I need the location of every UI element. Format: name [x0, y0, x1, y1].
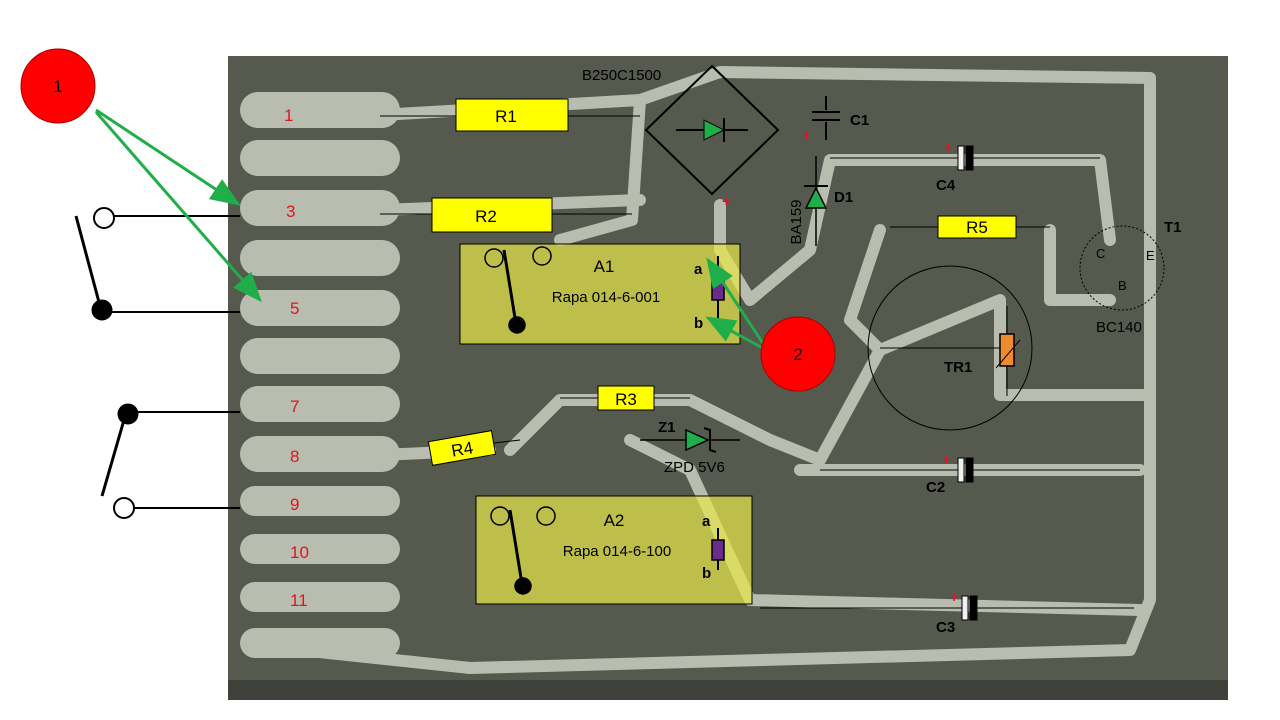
- edge-pin-number: 9: [290, 495, 299, 514]
- diode-d1-label: D1: [834, 189, 853, 206]
- resistor-r4-label: R4: [450, 438, 475, 460]
- resistor-leads: [380, 115, 1050, 399]
- capacitor-c1-label: C1: [850, 112, 869, 129]
- capacitor-c4-plus: +: [944, 139, 952, 155]
- zener-z1-label: Z1: [658, 419, 676, 436]
- zener-z1-type: ZPD 5V6: [664, 459, 725, 476]
- capacitor-c4: [830, 145, 1100, 171]
- callout-marker-1: [20, 48, 96, 124]
- resistor-r5-label: R5: [966, 218, 988, 237]
- edge-pin-number: 5: [290, 299, 299, 318]
- resistor-r2-label: R2: [475, 207, 497, 226]
- relay-a2-details: [490, 506, 725, 595]
- callout-marker-2-label: 2: [793, 345, 802, 364]
- callout-arrows-1: [94, 108, 262, 303]
- diode-d1-type: BA159: [788, 199, 805, 244]
- resistor-r4: [427, 430, 497, 466]
- transistor-t1-e: E: [1146, 248, 1155, 263]
- bridge-rectifier: [644, 64, 780, 196]
- capacitor-c2: [820, 457, 1140, 483]
- resistor-r5: [937, 215, 1017, 239]
- edge-pin-number: 3: [286, 202, 295, 221]
- relay-a1-pin-a: a: [694, 261, 703, 278]
- edge-pin-number: 11: [290, 591, 308, 610]
- relay-a2-label: A2: [604, 511, 625, 530]
- zener-z1: [640, 427, 740, 453]
- callout-arrows-2: [705, 257, 768, 352]
- resistor-r2: [431, 197, 553, 233]
- callout-marker-1-label: 1: [53, 77, 62, 96]
- resistor-r3-label: R3: [615, 390, 637, 409]
- callout-marker-2: [760, 316, 836, 392]
- edge-pin-number: 10: [290, 543, 309, 562]
- transistor-t1-b: B: [1118, 278, 1127, 293]
- external-switch-lower: [100, 403, 240, 519]
- relay-a2-pin-a: a: [702, 513, 711, 530]
- capacitor-c3-label: C3: [936, 619, 955, 636]
- edge-pin-number: 8: [290, 447, 299, 466]
- capacitor-c4-label: C4: [936, 177, 956, 194]
- transistor-t1-label: T1: [1164, 219, 1182, 236]
- resistor-r4-lead: [493, 439, 521, 444]
- resistor-r3: [597, 385, 655, 411]
- capacitor-c2-label: C2: [926, 479, 945, 496]
- relay-a1-label: A1: [594, 257, 615, 276]
- transistor-t1-c: C: [1096, 246, 1105, 261]
- bridge-rectifier-label: B250C1500: [582, 67, 661, 84]
- relay-a1-pin-b: b: [694, 315, 703, 332]
- resistor-r1: [455, 98, 569, 132]
- edge-pin-number: 7: [290, 397, 299, 416]
- pcb-edge-shadow: [228, 680, 1228, 700]
- capacitor-c2-plus: +: [942, 451, 950, 467]
- external-switch-upper: [74, 207, 240, 321]
- capacitor-c1: [812, 96, 840, 140]
- relay-a1-type: Rapa 014-6-001: [552, 289, 660, 306]
- capacitor-c1-plus: +: [802, 127, 810, 143]
- edge-pin-number: 1: [284, 106, 293, 125]
- bridge-plus-sign: +: [722, 193, 731, 210]
- relay-a2-type: Rapa 014-6-100: [563, 543, 671, 560]
- edge-connector: [240, 92, 400, 658]
- trimmer-tr1: [880, 306, 1021, 396]
- transistor-t1-type: BC140: [1096, 319, 1142, 336]
- trimmer-tr1-outline: [867, 265, 1033, 431]
- trimmer-tr1-label: TR1: [944, 359, 972, 376]
- transistor-t1-outline: [1079, 225, 1165, 311]
- edge-pin-numbers: 1 3 5 7 8 9 10 11: [284, 106, 309, 610]
- capacitor-c3-plus: +: [950, 589, 958, 605]
- resistor-r1-label: R1: [495, 107, 517, 126]
- relay-a2-pin-b: b: [702, 565, 711, 582]
- capacitor-c3: [760, 595, 1134, 621]
- diode-d1: [804, 156, 828, 246]
